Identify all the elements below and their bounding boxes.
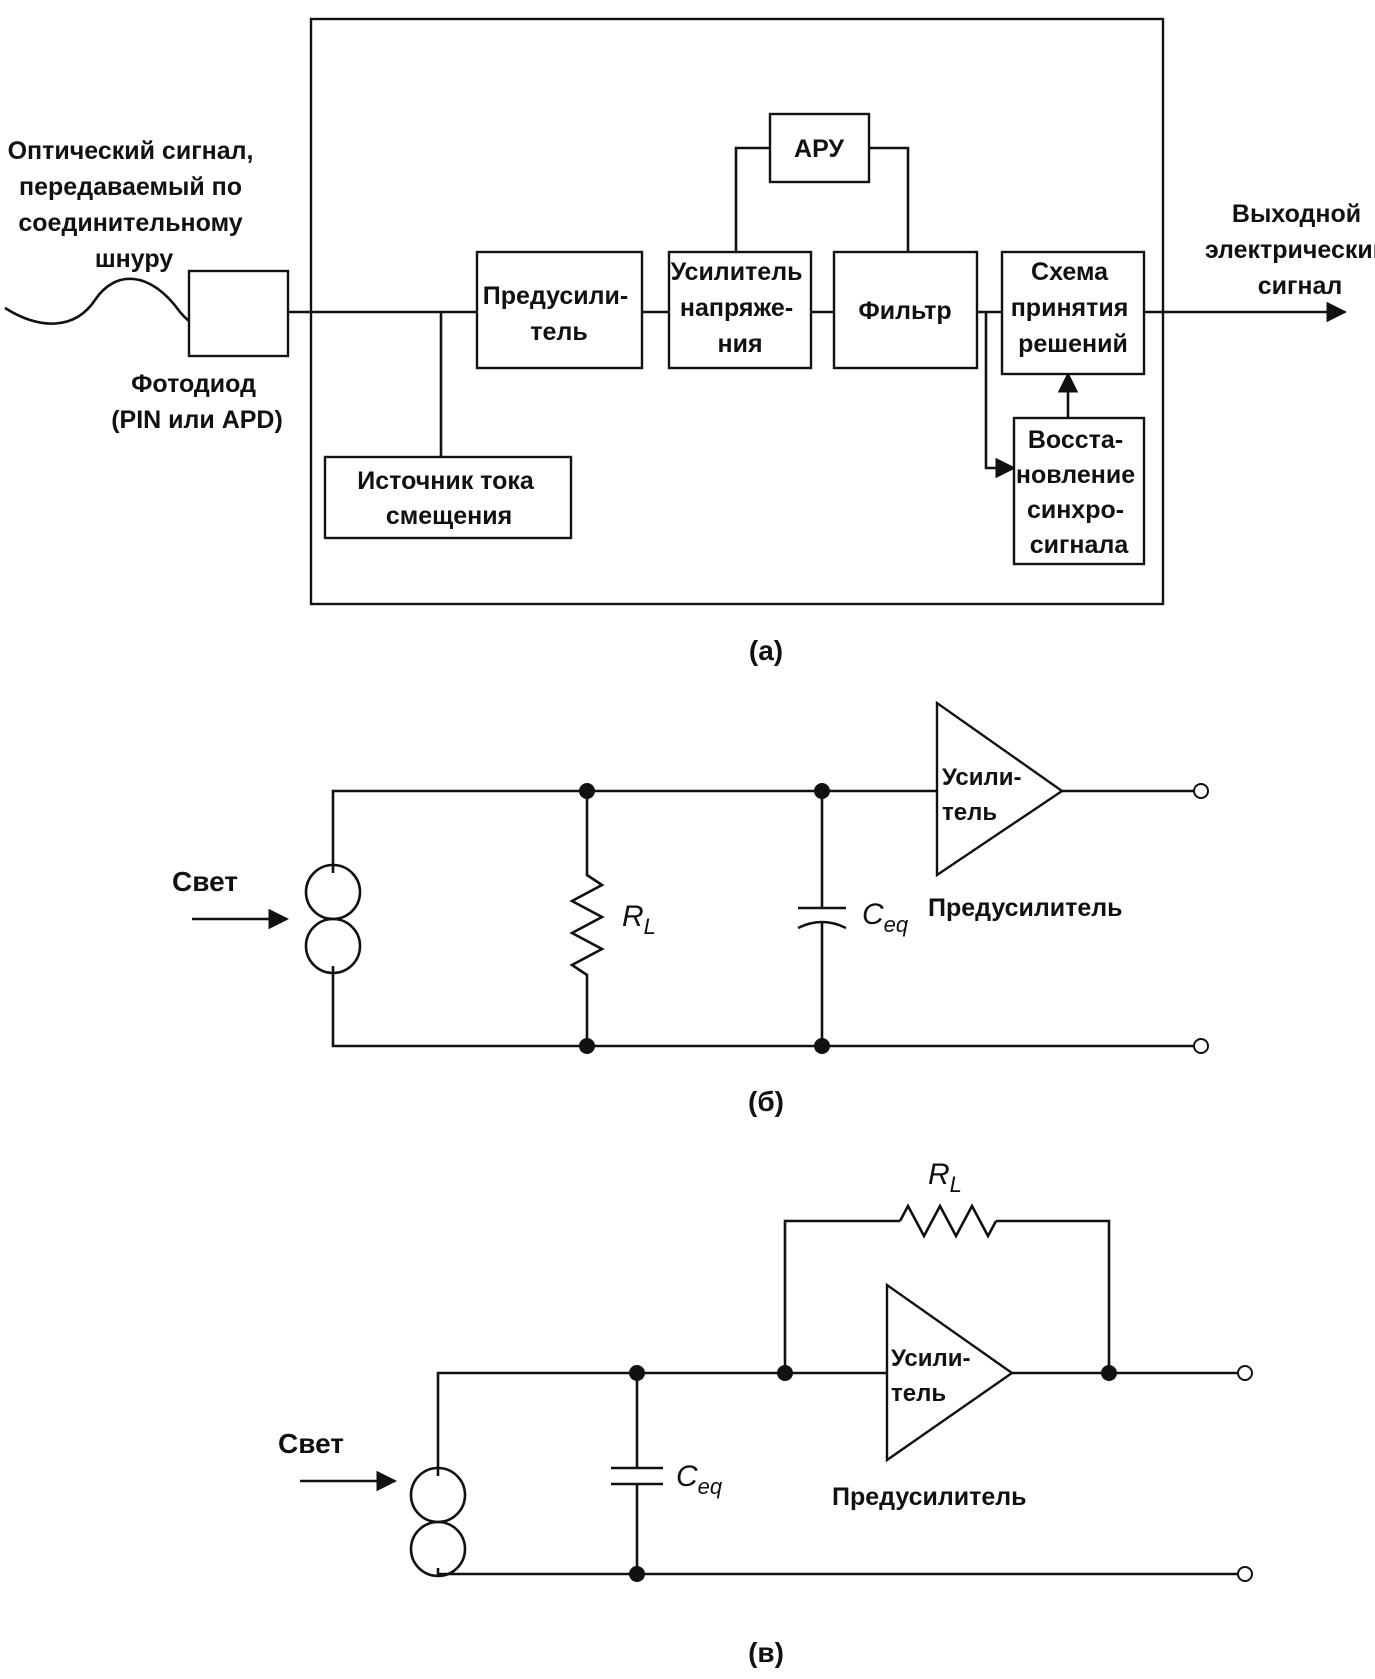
caption-c: (в) [748,1637,784,1668]
voltage-amp-box [667,250,813,370]
clock-recovery-box [1012,416,1146,566]
optical-fiber-wave [4,277,206,328]
c-feedback-resistor-rl [898,1203,998,1239]
b-amplifier-triangle [935,700,1065,878]
filter-box [832,250,979,370]
c-feedback-left [783,1219,900,1373]
b-node-cap-bottom [814,1038,830,1054]
diagram-b: Свет RL Ceq Усили- тель Предусилитель (б… [172,700,1209,1117]
b-preamp-label: Предусилитель [928,894,1123,922]
c-preamp-label: Предусилитель [832,1483,1027,1511]
b-top-rail [331,789,937,873]
b-bottom-rail [331,966,1200,1048]
c-amplifier-label: Усили- тель [891,1345,977,1407]
b-resistor-label: RL [622,900,656,939]
c-top-rail [436,1371,887,1476]
caption-b: (б) [748,1086,784,1117]
c-node-cap-top [629,1365,645,1381]
c-node-feedback-in [777,1365,793,1381]
b-terminal-top [1193,783,1209,799]
decision-label: Схема принятия решений [1011,258,1136,358]
b-current-source-lower [304,917,362,975]
c-node-cap-bottom [629,1566,645,1582]
c-feedback-right [996,1219,1111,1373]
c-terminal-top [1237,1365,1253,1381]
agc-box [768,112,871,184]
c-bottom-rail [436,1568,1244,1576]
voltage-amp-label: Усилитель напряже- ния [671,258,810,358]
c-current-source-upper [409,1466,467,1524]
b-current-source-upper [304,863,362,921]
diagram-a: Оптический сигнал, передаваемый по соеди… [4,17,1375,666]
preamp-label: Предусили- тель [483,282,635,346]
c-light-label: Свет [278,1428,344,1459]
decision-box [1000,250,1146,376]
c-current-source-lower [409,1520,467,1578]
agc-label: АРУ [794,135,844,163]
caption-a: (а) [749,635,783,666]
b-node-cap-top [814,783,830,799]
bias-source-box [323,455,573,540]
output-signal-label: Выходной электрический сигнал [1205,200,1375,300]
b-resistor-rl [569,791,605,1046]
b-terminal-bottom [1193,1038,1209,1054]
wire-filter-clock [984,312,1017,479]
filter-label: Фильтр [858,297,951,325]
photodiode-box [187,269,290,358]
clock-recovery-label: Восста- новление синхро- сигнала [1016,426,1142,559]
optical-signal-label: Оптический сигнал, передаваемый по соеди… [8,137,261,273]
bias-source-label: Источник тока смещения [357,467,540,530]
c-node-feedback-out [1101,1365,1117,1381]
c-capacitor-label: Ceq [676,1460,723,1499]
preamp-box [475,250,644,370]
b-node-rl-top [579,783,595,799]
c-terminal-bottom [1237,1566,1253,1582]
b-node-rl-bottom [579,1038,595,1054]
b-light-label: Свет [172,866,238,897]
wire-agc-left [734,146,770,252]
wire-agc-right [869,146,910,252]
c-amplifier-triangle [885,1282,1015,1463]
b-amplifier-label: Усили- тель [942,764,1028,826]
c-resistor-label: RL [928,1158,962,1197]
diagram-c: RL Свет Ceq Усили- тель Предусилитель (в… [278,1158,1253,1668]
b-capacitor-label: Ceq [862,898,909,937]
photodiode-label: Фотодиод (PIN или APD) [111,370,283,434]
